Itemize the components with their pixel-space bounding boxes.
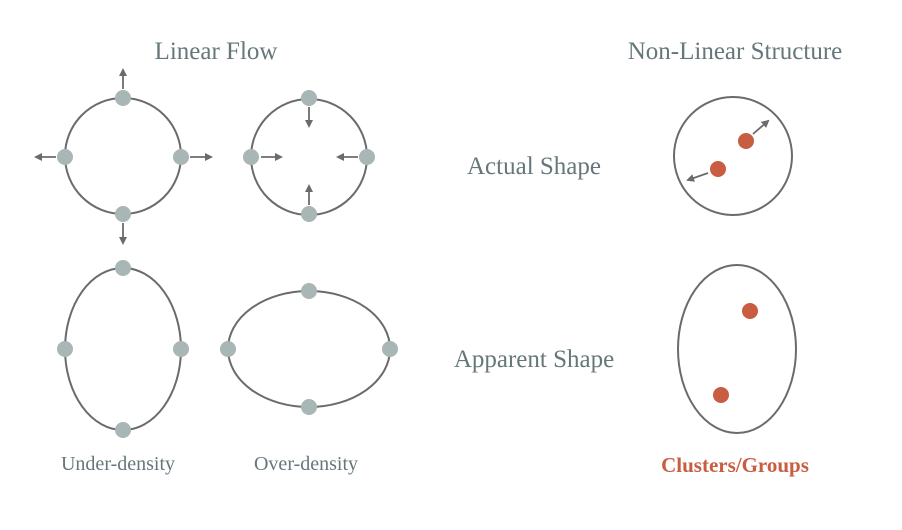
node [301, 283, 317, 299]
node [57, 149, 73, 165]
actual-shape-label: Actual Shape [467, 153, 601, 180]
node [243, 149, 259, 165]
apparent-shape-label: Apparent Shape [453, 346, 615, 373]
node [301, 399, 317, 415]
linear-flow-title: Linear Flow [154, 38, 278, 65]
node [301, 90, 317, 106]
node [173, 341, 189, 357]
node [115, 90, 131, 106]
over-density-ellipse [220, 283, 398, 415]
over-density-caption: Over-density [253, 453, 359, 475]
node [382, 341, 398, 357]
node [173, 149, 189, 165]
cluster-dot [738, 133, 754, 149]
node [220, 341, 236, 357]
cluster-arrow-up-right [752, 119, 770, 135]
node [57, 341, 73, 357]
node [359, 149, 375, 165]
actual-shape-circle [673, 96, 793, 216]
outward-flow-circle [34, 68, 213, 245]
cluster-dot [710, 161, 726, 177]
node [301, 206, 317, 222]
cluster-dot [713, 387, 729, 403]
apparent-shape-ellipse [677, 264, 797, 434]
node [115, 422, 131, 438]
cluster-dot [742, 303, 758, 319]
under-density-ellipse [57, 260, 189, 438]
node [115, 206, 131, 222]
inward-flow-circle [243, 90, 375, 222]
node [115, 260, 131, 276]
cluster-arrow-down-left [686, 172, 709, 182]
clusters-groups-caption: Clusters/Groups [661, 453, 809, 477]
nonlinear-structure-title: Non-Linear Structure [627, 38, 843, 65]
under-density-caption: Under-density [60, 453, 176, 475]
